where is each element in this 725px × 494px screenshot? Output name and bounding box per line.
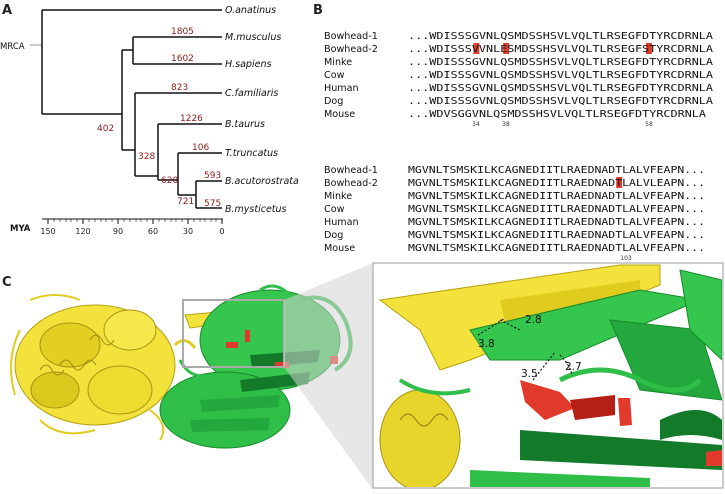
species-label: C.familiaris [225, 88, 278, 99]
node-age: 721 [177, 197, 194, 207]
tick-label: 120 [75, 227, 90, 236]
distance-label: 3.5 [521, 368, 538, 380]
tick-label: 30 [183, 227, 193, 236]
seq-name: Cow [324, 70, 345, 81]
tick-label: 150 [40, 227, 55, 236]
axis-label: MYA [10, 224, 31, 234]
residue-position: 34 [472, 121, 480, 128]
seq-name: Human [324, 217, 359, 228]
seq-line: MGVNLTSMSKILKCAGNEDIITLRAEDNADTLALVFEAPN… [408, 217, 705, 228]
seq-line: ...WDISSSGVNLQSMDSSHSVLVQLTLRSEGFDTYRCDR… [408, 83, 713, 94]
node-age: 620 [161, 176, 178, 186]
seq-name: Mouse [324, 109, 355, 120]
seq-line: MGVNLTSMSKILKCAGNEDIITLRAEDNADTLALVFEAPN… [408, 191, 705, 202]
distance-label: 2.7 [565, 361, 582, 373]
seq-line: ...WDISSSGVNLQSMDSSHSVLVQLTLRSEGFDTYRCDR… [408, 57, 713, 68]
alignment-block-1: Bowhead-1 Bowhead-2 Minke Cow Human Dog … [324, 31, 713, 128]
tick-label: 60 [148, 227, 158, 236]
species-label: H.sapiens [225, 59, 271, 70]
species-label: T.truncatus [225, 148, 278, 159]
seq-line: MGVNLTSMSKILKCAGNEDIITLRAEDNADTLALVFEAPN… [408, 243, 705, 254]
distance-label: 2.8 [525, 314, 542, 326]
seq-name: Bowhead-2 [324, 44, 378, 55]
protein-structure [10, 263, 373, 490]
residue-position: 38 [502, 121, 510, 128]
node-age: 593 [204, 171, 221, 181]
alignment-highlights [473, 43, 652, 188]
seq-name: Minke [324, 191, 352, 202]
alignment-block-2: Bowhead-1 Bowhead-2 Minke Cow Human Dog … [324, 165, 705, 262]
seq-name: Dog [324, 96, 343, 107]
node-age: 328 [138, 152, 155, 162]
seq-name: Human [324, 83, 359, 94]
node-age: 106 [192, 143, 209, 153]
distance-label: 3.8 [478, 338, 495, 350]
zoom-projection [284, 263, 373, 490]
node-age: 1226 [180, 114, 203, 124]
panel-label-a: A [2, 3, 12, 18]
node-age: 823 [171, 83, 188, 93]
seq-name: Cow [324, 204, 345, 215]
seq-line: MGVNLTSMSKILKCAGNEDIITLRAEDNADTLALVLEAPN… [408, 178, 705, 189]
time-axis: MYA 150 120 90 60 30 0 [10, 218, 225, 236]
node-ages: 1805 1602 823 402 1226 328 106 620 593 7… [97, 27, 221, 209]
species-label: B.taurus [225, 119, 265, 130]
phylogenetic-tree [30, 9, 222, 209]
residue-position: 103 [620, 255, 632, 262]
tick-label: 90 [113, 227, 123, 236]
residue-position: 58 [645, 121, 653, 128]
panel-label-b: B [313, 3, 323, 18]
seq-name: Bowhead-1 [324, 31, 378, 42]
seq-name: Bowhead-2 [324, 178, 378, 189]
seq-line: MGVNLTSMSKILKCAGNEDIITLRAEDNADTLALVFEAPN… [408, 230, 705, 241]
node-age: 402 [97, 124, 114, 134]
seq-line: MGVNLTSMSKILKCAGNEDIITLRAEDNADTLALVFEAPN… [408, 165, 705, 176]
species-labels: O.anatinus M.musculus H.sapiens C.famili… [225, 5, 299, 215]
seq-line: ...WDISSSGVNLQSMDSSHSVLVQLTLRSEGFDTYRCDR… [408, 70, 713, 81]
node-age: 1602 [171, 54, 194, 64]
seq-line: ...WDISSSGVNLQSMDSSHSVLVQLTLRSEGFDTYRCDR… [408, 31, 713, 42]
panel-label-c: C [2, 275, 12, 290]
zoom-inset: 2.8 3.8 3.5 2.7 [372, 262, 724, 489]
seq-name: Mouse [324, 243, 355, 254]
root-label: MRCA [0, 42, 25, 52]
seq-line: ...WDISSSGVNLQSMDSSHSVLVQLTLRSEGFDTYRCDR… [408, 96, 713, 107]
node-age: 1805 [171, 27, 194, 37]
seq-name: Dog [324, 230, 343, 241]
seq-line: MGVNLTSMSKILKCAGNEDIITLRAEDNADTLALVFEAPN… [408, 204, 705, 215]
yellow-domain [10, 294, 241, 441]
species-label: B.mysticetus [225, 204, 287, 215]
seq-line: ...WDISSSVVNLESMDSSHSVLVQLTLRSEGFSTYRCDR… [408, 44, 713, 55]
species-label: O.anatinus [225, 5, 276, 16]
tick-label: 0 [219, 227, 224, 236]
seq-line: ...WDVSGGVNLQSMDSSHSVLVQLTLRSEGFDTYRCDRN… [408, 109, 706, 120]
seq-name: Bowhead-1 [324, 165, 378, 176]
species-label: B.acutorostrata [225, 176, 299, 187]
node-age: 575 [204, 199, 221, 209]
species-label: M.musculus [225, 32, 281, 43]
seq-name: Minke [324, 57, 352, 68]
